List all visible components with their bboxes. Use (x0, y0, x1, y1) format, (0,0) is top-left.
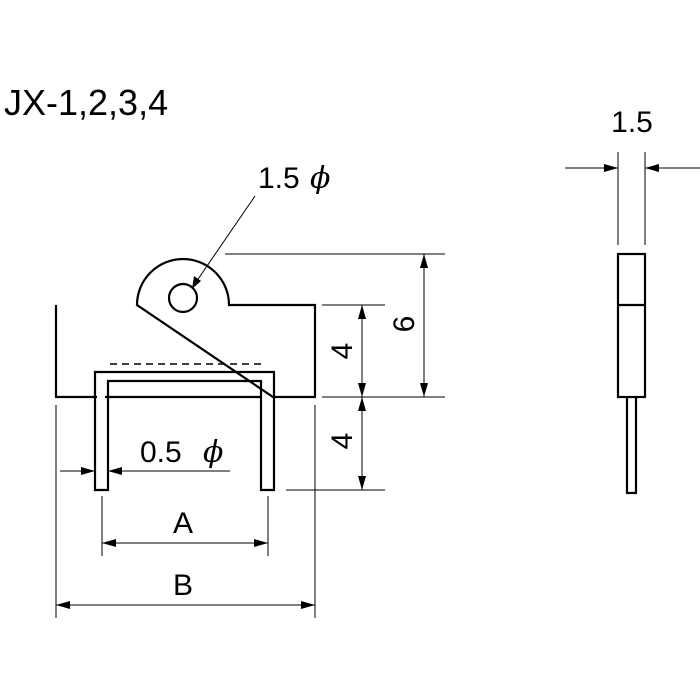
hole-diameter-callout: 1.5 ϕ (192, 161, 330, 289)
arrow-right (604, 164, 618, 172)
arrow-left (102, 539, 116, 547)
total-height-value: 6 (388, 316, 421, 333)
arrow-up (358, 305, 366, 319)
side-view (616, 252, 647, 495)
arrow-up (358, 397, 366, 411)
arrow-right (301, 601, 315, 609)
mounting-hole (167, 282, 199, 314)
hole-diameter-value: 1.5 (258, 162, 300, 195)
dim-total-height: 6 (388, 254, 428, 397)
thickness-value: 1.5 (611, 106, 653, 139)
drawing-title: JX-1,2,3,4 (4, 82, 168, 123)
body-width-value: B (173, 569, 193, 602)
side-lead (625, 397, 638, 495)
arrow-up (420, 254, 428, 268)
diameter-symbol: ϕ (310, 161, 330, 196)
leader-line (193, 195, 256, 286)
left-lead (93, 370, 276, 492)
dim-pin-pitch: A (102, 507, 268, 547)
side-body (616, 252, 647, 399)
lead-length-value: 4 (326, 433, 359, 450)
arrow-down (358, 383, 366, 397)
dim-pin-diameter: 0.5 ϕ (60, 435, 230, 475)
pin-pitch-value: A (173, 507, 193, 540)
dim-body-width: B (56, 569, 315, 609)
body-height-value: 4 (326, 343, 359, 360)
arrow-left (108, 467, 122, 475)
arrow-down (358, 476, 366, 490)
arrow-left (645, 164, 659, 172)
arrow-right (81, 467, 95, 475)
dim-thickness: 1.5 (565, 106, 700, 245)
arrow-down (420, 383, 428, 397)
body-outline (54, 257, 317, 399)
leader-arrow (192, 276, 201, 289)
dim-lead-length: 4 (326, 397, 366, 490)
pin-diameter-value: 0.5 (140, 436, 182, 469)
dim-body-height: 4 (326, 305, 366, 397)
diameter-symbol: ϕ (203, 435, 223, 470)
arrow-right (254, 539, 268, 547)
front-view (54, 257, 317, 492)
arrow-left (56, 601, 70, 609)
